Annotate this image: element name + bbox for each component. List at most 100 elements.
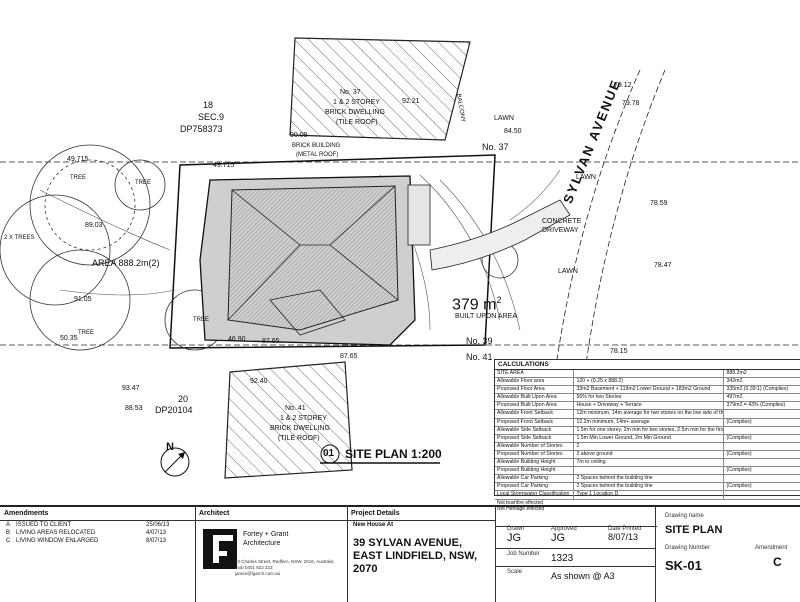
architect-logo <box>203 529 237 569</box>
project-heading: Project Details <box>347 507 495 521</box>
architect-cell: Architect Fortey + Grant Architecture 10… <box>195 507 348 602</box>
built-upon-area-label: BUILT UPON AREA <box>455 313 517 320</box>
calculation-detail <box>574 370 725 378</box>
tree-label-2: TREE <box>135 180 152 186</box>
neighbour-building-no37 <box>289 37 471 141</box>
amendment-label: Amendment <box>755 545 788 551</box>
dim-label: 49.715 <box>213 162 235 169</box>
calculation-result: (Complies) <box>726 483 752 490</box>
architect-address-line3: james@fgarch.com.au <box>235 571 281 576</box>
dim-label: 50.35 <box>60 335 78 342</box>
calculation-result <box>724 410 800 417</box>
tree-label-3: TREE <box>78 330 95 336</box>
lawn-label-2: LAWN <box>576 174 596 181</box>
dp-bottom-label: DP20104 <box>155 405 193 415</box>
calculation-result <box>724 475 800 482</box>
calculation-detail: 12m minimum, 14m average for two stories… <box>576 410 725 418</box>
drawing-info-cell: Drawn JG Approved JG Date Printed 8/07/1… <box>495 507 657 602</box>
calculation-result: 497m2 <box>726 394 743 401</box>
calculation-detail: 1.5m Min Lower Ground, 2m Min Ground <box>574 434 725 442</box>
dim-label: 92.40 <box>250 378 268 385</box>
calculation-detail: House + Driveway + Terrace <box>574 402 725 410</box>
no37-label: No. 37 <box>482 142 509 152</box>
proposed-house <box>199 175 431 346</box>
calculation-item: Allowable Side Setback <box>495 426 575 434</box>
architect-name-line1: Fortey + Grant <box>243 531 289 538</box>
drawing-name-cell: Drawing name SITE PLAN Drawing Number SK… <box>655 507 800 602</box>
project-cell: Project Details New House At 39 SYLVAN A… <box>347 507 496 602</box>
calculation-detail: 12.2m minimum, 14m+ average <box>574 418 725 426</box>
calculation-item: Allowable Building Height <box>495 459 575 467</box>
dim-label: 79.12 <box>614 82 632 89</box>
dim-label: 84.50 <box>504 128 522 135</box>
calculation-result: 888.2m2 <box>726 370 747 376</box>
calculation-item: Proposed Car Parking <box>495 483 575 491</box>
calculation-result: (Complies) <box>726 434 752 441</box>
date-printed-label: Date Printed <box>608 526 642 532</box>
dim-label: 90.09 <box>290 132 308 139</box>
amendment-id: C <box>6 538 11 544</box>
approved-label: Approved <box>551 526 577 532</box>
neighbour-top-line2: 1 & 2 STOREY <box>333 99 380 106</box>
calculations-heading: CALCULATIONS <box>495 360 800 370</box>
area-label: AREA 888.2m(2) <box>92 258 160 268</box>
calculation-detail: 2 <box>574 442 725 450</box>
footnote: Not bushfire effected <box>497 499 544 506</box>
job-number-label: Job Number <box>507 551 540 557</box>
calculation-item: Local Stormwater Classification <box>495 491 575 499</box>
trees-label: 2 X TREES <box>4 235 35 241</box>
calculation-item: SITE AREA <box>495 370 575 378</box>
neighbour-building-no41 <box>224 361 353 479</box>
driveway <box>429 199 571 271</box>
calculation-detail: 56% for two Stories <box>574 394 725 402</box>
calculation-item: Proposed Number of Stories <box>495 450 575 459</box>
calculation-item: Allowable Front Setback <box>495 410 575 418</box>
neighbour-bottom-line1: No. 41 <box>285 405 306 412</box>
dim-label: 87.65 <box>262 338 280 345</box>
calculation-result: (Complies) <box>726 450 752 457</box>
neighbour-bottom-line4: (TILE ROOF) <box>278 435 320 442</box>
lawn-label-3: LAWN <box>558 268 578 275</box>
driveway-label-1: CONCRETE <box>542 218 582 225</box>
calculation-row: SITE AREA 888.2m2 <box>495 370 800 379</box>
calculation-result: (Complies) <box>726 418 752 425</box>
tree-label-4: TREE <box>193 317 210 323</box>
metal-roof-line2: (METAL ROOF) <box>296 152 339 158</box>
scale-label: Scale <box>507 569 523 575</box>
calculation-detail: 120 + (0.25 x 888.2) <box>574 378 725 386</box>
amendment-date: 8/07/13 <box>146 538 167 544</box>
project-address-line1: 39 SYLVAN AVENUE, <box>353 537 463 549</box>
site-plan-title: SITE PLAN 1:200 <box>345 447 442 461</box>
calculation-item: Proposed Floor Area <box>495 386 575 394</box>
approved-value: JG <box>551 532 566 544</box>
calculation-result <box>724 443 800 450</box>
amendment-date: 25/06/13 <box>146 522 170 528</box>
neighbour-bottom-line3: BRICK DWELLING <box>270 425 330 432</box>
calculation-result <box>724 459 800 466</box>
dim-label: 46.90 <box>228 336 246 343</box>
drawing-name-label: Drawing name <box>665 513 704 519</box>
dp-top-label: DP758373 <box>180 124 223 134</box>
architect-address-line1: 10 Charles Street, Redfern, NSW, 2016, A… <box>235 559 334 564</box>
architect-name-line2: Architecture <box>243 540 281 547</box>
calculation-result: 342m2 <box>726 378 743 385</box>
no41-label: No. 41 <box>466 352 493 362</box>
calculation-item: Allowable Built Upon Area <box>495 394 575 402</box>
calculation-result: 335m2 (0.39:1) (Complies) <box>726 386 789 393</box>
calculation-result: 379m2 = 43% (Complies) <box>726 402 786 409</box>
dim-label: 78.59 <box>650 200 668 207</box>
drawing-name: SITE PLAN <box>665 524 723 536</box>
footnote: Not Heritage effected <box>497 505 545 512</box>
site-plan-drawing <box>0 37 800 479</box>
